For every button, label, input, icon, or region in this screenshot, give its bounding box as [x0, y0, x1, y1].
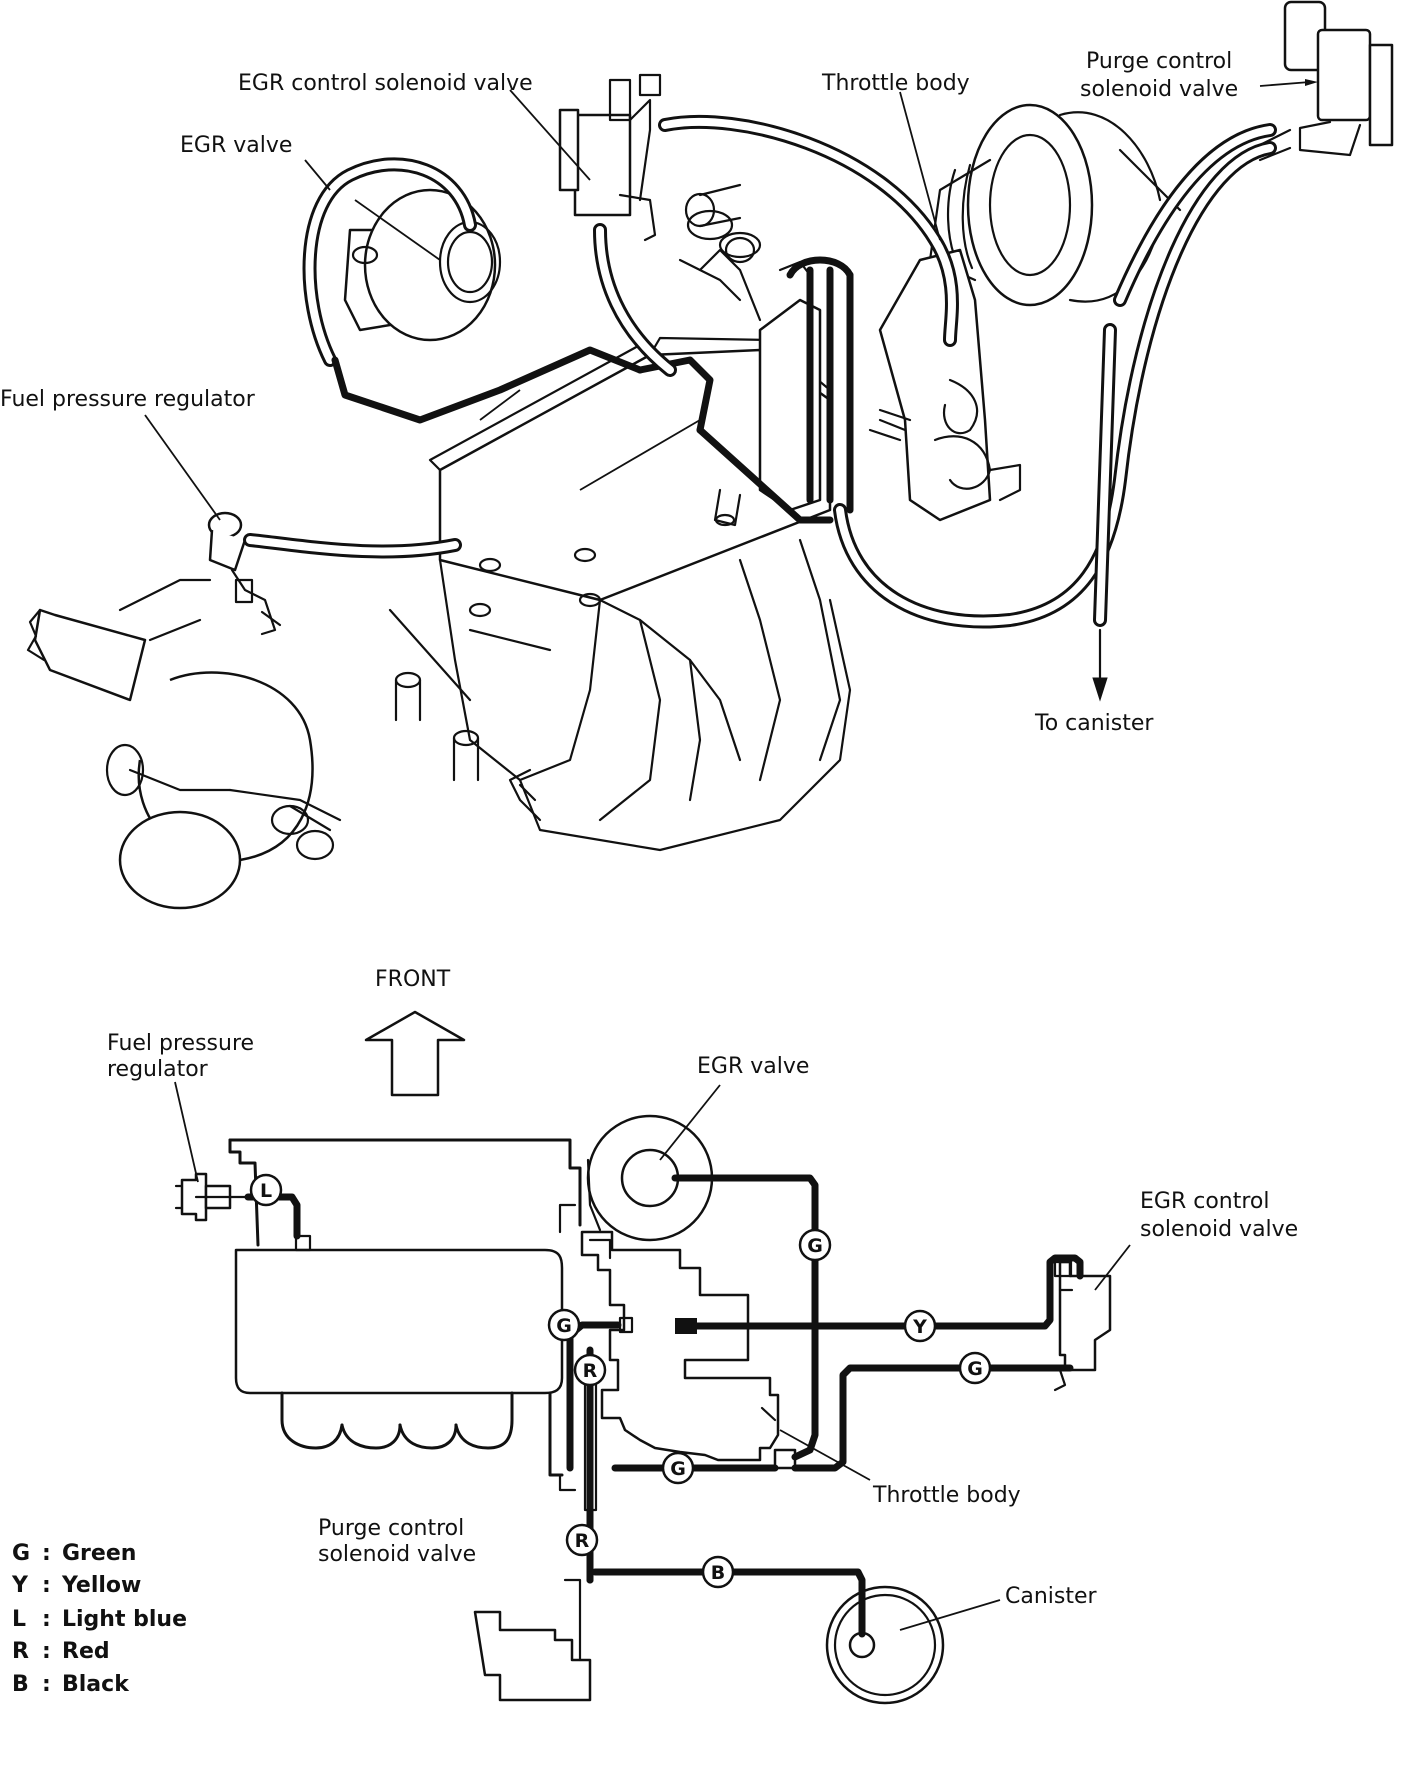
label-fuel-pressure-regulator-bottom-line1: Fuel pressure: [107, 1031, 254, 1056]
svg-text:B: B: [711, 1562, 725, 1584]
hose-tag-throttle-g-left: G: [547, 1308, 581, 1342]
throttle-body-top: [868, 248, 1022, 522]
svg-text:G: G: [967, 1358, 983, 1380]
label-egr-valve-bottom: EGR valve: [697, 1054, 809, 1079]
svg-text:R: R: [583, 1360, 598, 1382]
egr-control-solenoid-valve-bottom: [1053, 1260, 1112, 1392]
canister-bottom: [825, 1585, 945, 1705]
egr-control-solenoid-valve-top: [558, 73, 662, 242]
hose-tag-throttle-g-bottom: G: [661, 1451, 695, 1485]
label-throttle-body-top: Throttle body: [821, 71, 970, 96]
svg-text::: :: [42, 1607, 51, 1632]
svg-text:G: G: [12, 1541, 30, 1566]
svg-text:R: R: [12, 1639, 29, 1664]
purge-control-solenoid-valve-bottom: [473, 1578, 592, 1702]
svg-text:R: R: [575, 1530, 590, 1552]
label-purge-control-solenoid-valve-bottom-line1: Purge control: [318, 1516, 464, 1541]
svg-text:Y: Y: [912, 1316, 927, 1338]
svg-text:Red: Red: [62, 1639, 110, 1664]
front-arrow: FRONT: [364, 967, 466, 1097]
distributor-left: [26, 578, 342, 910]
svg-text:Black: Black: [62, 1672, 130, 1697]
engine-outline-bottom: [228, 1138, 582, 1477]
label-canister: Canister: [1005, 1584, 1098, 1609]
legend-item: L : Light blue: [12, 1607, 187, 1632]
top-labels: EGR control solenoid valve Throttle body…: [0, 49, 1238, 736]
top-hoses: [243, 114, 1277, 629]
svg-text:Y: Y: [11, 1573, 29, 1598]
svg-text:L: L: [260, 1180, 272, 1202]
fuel-pressure-regulator-bottom: [174, 1172, 250, 1222]
svg-text::: :: [42, 1639, 51, 1664]
svg-text::: :: [42, 1672, 51, 1697]
throttle-body-bottom: [580, 1230, 797, 1470]
label-egr-valve-top: EGR valve: [180, 133, 292, 158]
bottom-labels: Fuel pressure regulator EGR valve EGR co…: [107, 1031, 1298, 1609]
svg-text:B: B: [12, 1672, 29, 1697]
legend-item: B : Black: [12, 1672, 130, 1697]
legend-item: G : Green: [12, 1541, 136, 1566]
top-engine-view: EGR control solenoid valve Throttle body…: [0, 0, 1394, 910]
hose-tag-egr-solenoid-y: Y: [903, 1309, 937, 1343]
top-leader-lines: [144, 79, 1318, 521]
hose-tag-purge-r: R: [565, 1523, 599, 1557]
label-to-canister: To canister: [1034, 711, 1154, 736]
svg-text:Light blue: Light blue: [62, 1607, 187, 1632]
hose-tag-egr-valve: G: [798, 1228, 832, 1262]
label-throttle-body-bottom: Throttle body: [872, 1483, 1021, 1508]
hose-tags: L G Y G G R G: [249, 1173, 992, 1589]
egr-valve-top: [343, 188, 502, 342]
label-egr-control-solenoid-valve-bottom-line2: solenoid valve: [1140, 1217, 1298, 1242]
bottom-leader-lines: [174, 1081, 1131, 1631]
label-purge-control-solenoid-valve-top-line2: solenoid valve: [1080, 77, 1238, 102]
legend-item: R : Red: [12, 1639, 110, 1664]
fuel-pressure-regulator-top: [207, 511, 282, 636]
svg-text:L: L: [12, 1607, 26, 1632]
purge-control-solenoid-valve-top: [1258, 0, 1394, 162]
legend-item: Y : Yellow: [11, 1573, 141, 1598]
egr-valve-bottom: [586, 1114, 714, 1242]
svg-text::: :: [42, 1541, 51, 1566]
svg-text:G: G: [670, 1458, 686, 1480]
intake-pipes-top: [684, 183, 756, 264]
throttle-linkage-cover: [678, 209, 822, 512]
svg-text:G: G: [807, 1235, 823, 1257]
label-front: FRONT: [375, 967, 451, 992]
bottom-schematic-view: FRONT: [11, 967, 1298, 1705]
label-fuel-pressure-regulator-bottom-line2: regulator: [107, 1057, 209, 1082]
label-fuel-pressure-regulator-top: Fuel pressure regulator: [0, 387, 256, 412]
to-canister-arrow: [1092, 628, 1108, 702]
label-purge-control-solenoid-valve-bottom-line2: solenoid valve: [318, 1542, 476, 1567]
hose-tag-canister-b: B: [701, 1555, 735, 1589]
color-legend: G : Green Y : Yellow L : Light blue R : …: [11, 1541, 187, 1697]
hose-tag-fpr: L: [249, 1173, 283, 1207]
label-egr-control-solenoid-valve-top: EGR control solenoid valve: [238, 71, 533, 96]
label-egr-control-solenoid-valve-bottom-line1: EGR control: [1140, 1189, 1270, 1214]
svg-text:Yellow: Yellow: [61, 1573, 141, 1598]
hose-tag-egr-solenoid-g: G: [958, 1351, 992, 1385]
label-purge-control-solenoid-valve-top-line1: Purge control: [1086, 49, 1232, 74]
svg-text::: :: [42, 1573, 51, 1598]
hose-tag-throttle-r-upper: R: [573, 1353, 607, 1387]
svg-text:G: G: [556, 1315, 572, 1337]
svg-text:Green: Green: [62, 1541, 136, 1566]
